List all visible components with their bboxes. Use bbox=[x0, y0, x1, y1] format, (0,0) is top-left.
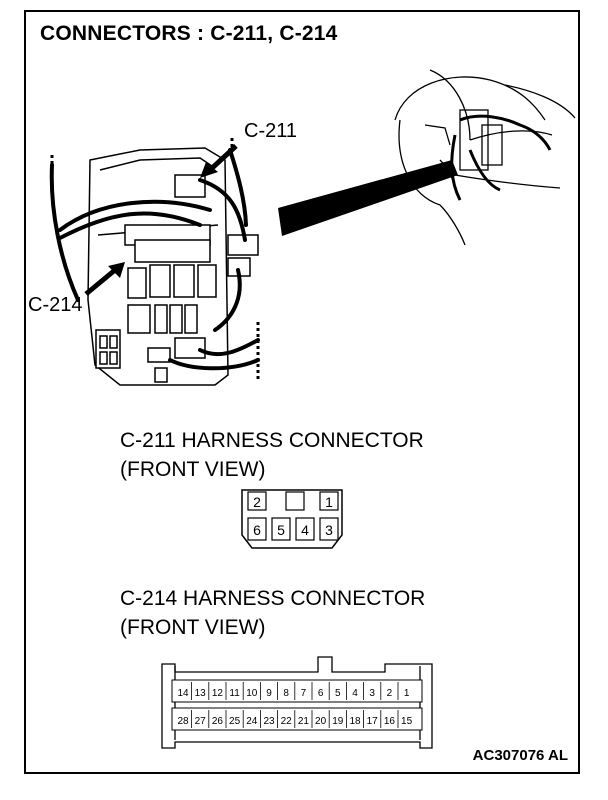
c211-heading: C-211 HARNESS CONNECTOR (FRONT VIEW) bbox=[120, 426, 424, 484]
c214-heading: C-214 HARNESS CONNECTOR (FRONT VIEW) bbox=[120, 584, 425, 642]
diagram-title: CONNECTORS : C-211, C-214 bbox=[40, 22, 338, 45]
c214-pin: 17 bbox=[367, 716, 379, 727]
c214-pin: 23 bbox=[263, 716, 275, 727]
figure-id: AC307076 AL bbox=[472, 747, 568, 764]
harness-dashes bbox=[50, 138, 260, 380]
diagram-frame: CONNECTORS : C-211, C-214 C-211 C-214 C-… bbox=[24, 10, 580, 774]
pointer-wedge bbox=[278, 160, 458, 236]
dashboard-inset-illustration bbox=[394, 69, 576, 246]
arrow-c214 bbox=[84, 262, 125, 296]
c214-pin: 25 bbox=[229, 716, 241, 727]
c214-pin: 18 bbox=[349, 716, 361, 727]
c214-pin: 13 bbox=[195, 688, 207, 699]
callout-c211: C-211 bbox=[244, 120, 297, 142]
c211-pin: 6 bbox=[253, 522, 261, 538]
c214-heading-line2: (FRONT VIEW) bbox=[120, 616, 266, 639]
c214-pin: 21 bbox=[298, 716, 310, 727]
c214-pin: 19 bbox=[332, 716, 344, 727]
c214-pin: 27 bbox=[195, 716, 207, 727]
c214-pin: 14 bbox=[177, 688, 189, 699]
c211-connector: 2 1 6 5 4 3 bbox=[241, 489, 343, 549]
c214-heading-line1: C-214 HARNESS CONNECTOR bbox=[120, 587, 426, 610]
callout-c214: C-214 bbox=[28, 294, 83, 316]
wiring-harness bbox=[49, 148, 260, 371]
c214-pin: 15 bbox=[401, 716, 413, 727]
arrow-c211 bbox=[200, 144, 238, 178]
c214-pin: 8 bbox=[283, 688, 289, 699]
c214-pin: 16 bbox=[384, 716, 396, 727]
c214-pin: 6 bbox=[318, 688, 324, 699]
c214-pin: 20 bbox=[315, 716, 327, 727]
c214-pin: 12 bbox=[212, 688, 224, 699]
c214-connector bbox=[161, 656, 433, 749]
c214-pin: 10 bbox=[246, 688, 258, 699]
c214-pin: 11 bbox=[229, 688, 240, 699]
c211-pin: 3 bbox=[325, 522, 333, 538]
c214-pin: 24 bbox=[246, 716, 258, 727]
c214-pin: 26 bbox=[212, 716, 224, 727]
c214-pin: 28 bbox=[177, 716, 189, 727]
c214-pin: 7 bbox=[301, 688, 307, 699]
c211-heading-line1: C-211 HARNESS CONNECTOR bbox=[120, 429, 424, 452]
c214-pin: 1 bbox=[404, 688, 410, 699]
c211-heading-line2: (FRONT VIEW) bbox=[120, 458, 266, 481]
c211-pin: 2 bbox=[253, 494, 261, 510]
c214-pin: 9 bbox=[266, 688, 272, 699]
c214-pin: 3 bbox=[369, 688, 375, 699]
c214-pin: 22 bbox=[281, 716, 293, 727]
dashboard-harness bbox=[450, 114, 552, 201]
c211-pin: 1 bbox=[325, 494, 333, 510]
c211-pin: 5 bbox=[277, 522, 285, 538]
c214-pin: 4 bbox=[352, 688, 358, 699]
c214-pin: 5 bbox=[335, 688, 341, 699]
c211-pin: 4 bbox=[301, 522, 309, 538]
c214-pin: 2 bbox=[387, 688, 393, 699]
